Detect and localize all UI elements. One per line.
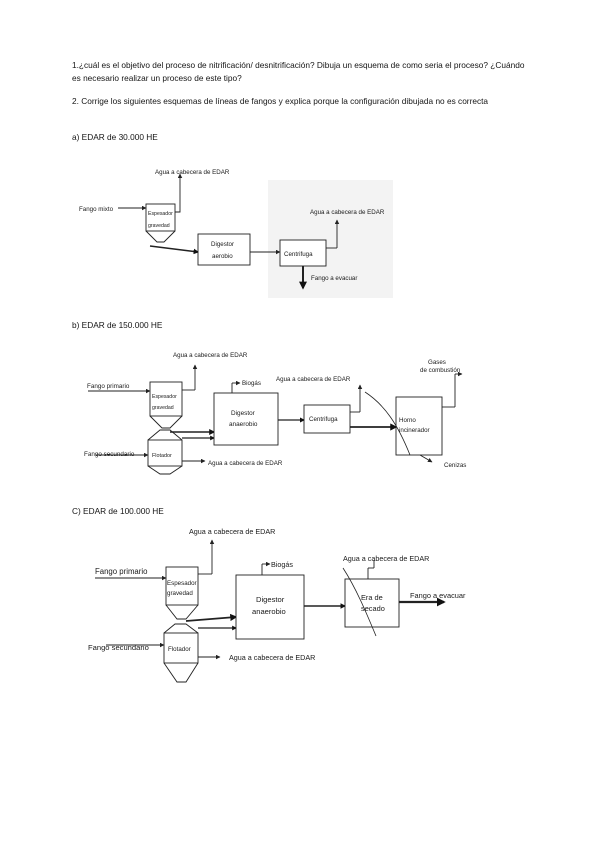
a-agua-2: Agua a cabecera de EDAR [310, 209, 385, 216]
a-digestor-1: Digestor [211, 241, 234, 248]
c-biogas: Biogás [271, 560, 293, 569]
diagram-b-title: b) EDAR de 150.000 HE [72, 320, 163, 330]
c-era-box [344, 578, 400, 628]
a-agua-1: Agua a cabecera de EDAR [155, 169, 230, 176]
c-flotador-box [163, 632, 199, 664]
b-centrifuga: Centrifuga [309, 416, 338, 423]
c-era-2: secado [361, 604, 385, 613]
c-espesador-2: gravedad [167, 590, 193, 597]
b-espesador-box [149, 381, 183, 417]
b-flotador-box [147, 439, 183, 467]
a-espesador-2: gravedad [148, 223, 170, 229]
c-espesador-1: Espesador [167, 580, 197, 587]
b-horno-2: incinerador [399, 427, 430, 434]
b-centrifuga-box [303, 404, 351, 434]
c-espesador-box [165, 566, 199, 606]
b-gases-1: Gases [428, 359, 446, 366]
a-fango-evacuar: Fango a evacuar [311, 275, 357, 282]
a-digestor-2: aerobio [212, 253, 233, 260]
c-digestor-2: anaerobio [252, 607, 286, 616]
c-digestor-1: Digestor [256, 595, 285, 604]
b-digestor-box [213, 392, 279, 446]
b-horno-1: Horno [399, 417, 416, 424]
diagram-a-title: a) EDAR de 30.000 HE [72, 132, 158, 142]
b-biogas: Biogás [242, 380, 261, 387]
b-fango-primario: Fango primario [87, 383, 130, 390]
c-fango-evacuar: Fango a evacuar [410, 591, 466, 600]
b-fango-secundario: Fango secundario [84, 451, 135, 458]
c-agua-3: Agua a cabecera de EDAR [229, 653, 315, 662]
c-flotador: Flotador [168, 646, 191, 653]
c-era-1: Era de [361, 593, 383, 602]
b-digestor-1: Digestor [231, 410, 256, 417]
a-centrifuga: Centrifuga [284, 251, 313, 258]
b-cenizas: Cenizas [444, 462, 466, 469]
c-fango-secundario: Fango secundario [88, 643, 149, 652]
a-espesador-1: Espesador [148, 211, 173, 217]
b-espesador-2: gravedad [152, 405, 174, 411]
b-agua-2: Agua a cabecera de EDAR [276, 376, 351, 383]
c-agua-2: Agua a cabecera de EDAR [343, 554, 429, 563]
a-digestor-box [197, 233, 251, 266]
c-agua-1: Agua a cabecera de EDAR [189, 527, 275, 536]
b-digestor-2: anaerobio [229, 421, 258, 428]
question-2: 2. Corrige los siguientes esquemas de lí… [72, 96, 489, 106]
question-1: 1.¿cuál es el objetivo del proceso de ni… [72, 60, 525, 83]
b-espesador-1: Espesador [152, 394, 177, 400]
b-horno-box [395, 396, 443, 456]
b-gases-2: de combustión [420, 367, 461, 374]
c-fango-primario: Fango primario [95, 567, 148, 576]
c-digestor-box [235, 574, 305, 640]
diagram-c-title: C) EDAR de 100.000 HE [72, 506, 164, 516]
a-espesador-box [145, 203, 176, 232]
a-centrifuga-box [279, 239, 327, 267]
b-agua-1: Agua a cabecera de EDAR [173, 352, 248, 359]
b-agua-3: Agua a cabecera de EDAR [208, 460, 283, 467]
a-fango-mixto: Fango mixto [79, 206, 114, 213]
b-flotador: Flotador [152, 453, 172, 459]
